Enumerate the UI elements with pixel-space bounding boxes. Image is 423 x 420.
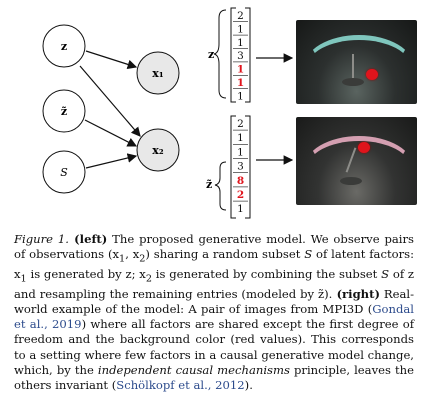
mpi3d-image-top bbox=[296, 20, 417, 104]
caption-symbol-s: S bbox=[304, 247, 313, 262]
caption-sub: 2 bbox=[145, 273, 152, 285]
edge-s-x2 bbox=[85, 153, 138, 169]
edge-z-x1 bbox=[85, 50, 138, 70]
caption-right-tag: (right) bbox=[332, 286, 380, 301]
node-s-label: S bbox=[60, 166, 68, 179]
vector-top-entry: 2 bbox=[237, 10, 244, 22]
caption-text: is generated by combining the subset bbox=[151, 266, 382, 281]
edge-ztilde-x2 bbox=[84, 119, 138, 147]
vector-top-entry: 1 bbox=[237, 77, 244, 89]
vector-bottom-entry: 2 bbox=[237, 118, 244, 130]
mpi3d-image-bottom bbox=[296, 117, 417, 205]
vector-bottom-entry: 2 bbox=[237, 189, 244, 201]
node-s: S bbox=[42, 150, 86, 194]
vector-top-entry: 1 bbox=[237, 90, 244, 102]
vector-bottom-bracket-right bbox=[245, 115, 251, 219]
vector-bottom-entry: 1 bbox=[237, 203, 244, 215]
node-z: z bbox=[42, 24, 86, 68]
vector-top-entry: 1 bbox=[237, 23, 244, 35]
figure-caption: Figure 1. (left) The proposed generative… bbox=[14, 232, 414, 394]
vector-bottom-entry: 8 bbox=[237, 175, 244, 187]
node-ztilde-label: z̃ bbox=[61, 105, 67, 118]
figure-label: Figure 1. bbox=[14, 232, 69, 246]
node-z-label: z bbox=[61, 40, 67, 53]
vector-top-label: z bbox=[208, 48, 214, 61]
caption-emphasis: independent causal mechanisms bbox=[97, 363, 290, 377]
caption-text: of z and resampling the remaining entrie… bbox=[14, 266, 414, 301]
vector-bottom-entry: 1 bbox=[237, 146, 244, 158]
edge-z-x2 bbox=[79, 65, 141, 137]
vector-bottom-label: z̃ bbox=[206, 178, 212, 191]
caption-text: The proposed generative model. We observ… bbox=[14, 232, 414, 262]
caption-symbol-s: S bbox=[381, 266, 390, 281]
citation-link[interactable]: Gondal et al., 2019 bbox=[14, 301, 414, 332]
vector-bottom-entry: 1 bbox=[237, 132, 244, 144]
vector-bottom-brace bbox=[214, 161, 227, 211]
node-x2-label: x₂ bbox=[152, 144, 164, 157]
caption-sub: 1 bbox=[20, 273, 27, 285]
vector-bottom-entry: 3 bbox=[237, 161, 244, 173]
caption-text: , x bbox=[125, 247, 140, 262]
node-ztilde: z̃ bbox=[42, 89, 86, 133]
vector-top-bracket-right bbox=[245, 7, 251, 103]
caption-text: principle, leaves the others invariant ( bbox=[14, 363, 414, 393]
vector-top-entry: 3 bbox=[237, 50, 244, 62]
caption-sub: 1 bbox=[119, 253, 126, 265]
caption-text: Real-world example of the model: A pair … bbox=[14, 286, 414, 316]
caption-left-tag: (left) bbox=[68, 232, 108, 246]
node-x1-label: x₁ bbox=[152, 67, 164, 80]
node-x1: x₁ bbox=[136, 51, 180, 95]
caption-text: ). bbox=[244, 378, 253, 393]
caption-sub: 2 bbox=[139, 253, 146, 265]
vector-top-entry: 1 bbox=[237, 64, 244, 76]
vector-top-brace bbox=[213, 9, 227, 99]
vector-top-bracket-left bbox=[230, 7, 236, 103]
caption-text: ) where all factors are shared except th… bbox=[14, 317, 414, 377]
caption-text: of latent factors: x bbox=[14, 247, 414, 281]
node-x2: x₂ bbox=[136, 128, 180, 172]
vector-bottom-bracket-left bbox=[230, 115, 236, 219]
vector-top-entry: 1 bbox=[237, 37, 244, 49]
citation-link[interactable]: Schölkopf et al., 2012 bbox=[116, 378, 245, 393]
caption-text: ) sharing a random subset bbox=[145, 247, 305, 262]
caption-text: is generated by z; x bbox=[26, 266, 146, 281]
